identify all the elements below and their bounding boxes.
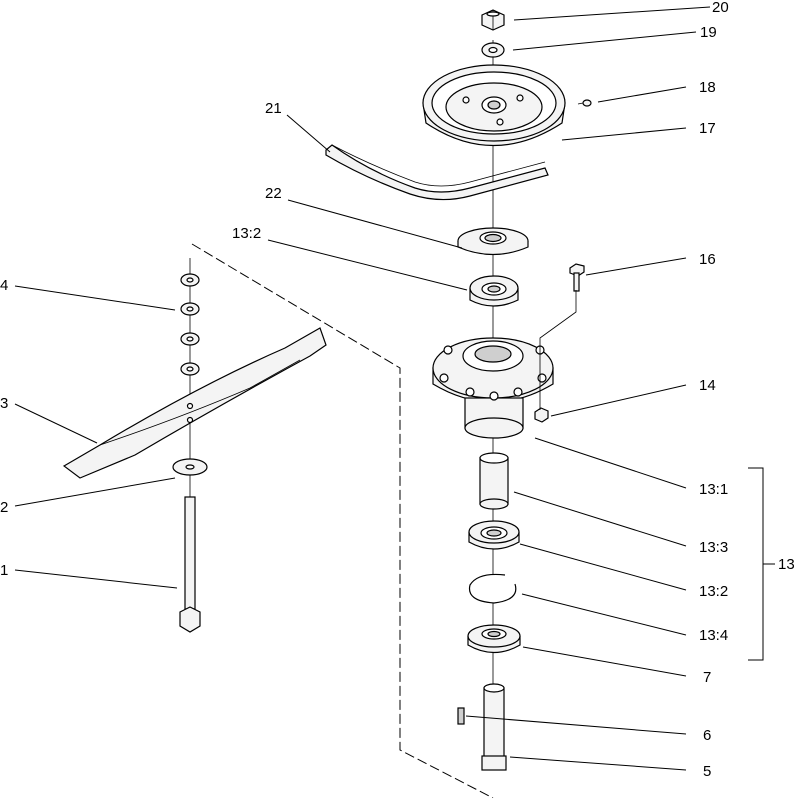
callout-5: 5 — [703, 763, 711, 780]
callout-17: 17 — [699, 120, 716, 137]
part-spacer — [457, 227, 529, 256]
callout-13-4: 13:4 — [699, 627, 728, 644]
callout-20: 20 — [712, 0, 729, 16]
callout-1: 1 — [0, 562, 8, 579]
part-washer-stack — [180, 273, 200, 376]
callout-19: 19 — [700, 24, 717, 41]
part-blade-washer — [172, 458, 208, 476]
part-set-screw — [577, 99, 592, 107]
callout-16: 16 — [699, 251, 716, 268]
part-bearing-bottom — [468, 520, 520, 550]
callout-13-2-bottom: 13:2 — [699, 583, 728, 600]
callout-4: 4 — [0, 277, 8, 294]
callout-22: 22 — [265, 185, 282, 202]
callout-18: 18 — [699, 79, 716, 96]
callout-6: 6 — [703, 727, 711, 744]
part-seal — [467, 624, 521, 654]
part-sleeve — [479, 452, 509, 510]
part-spindle-shaft — [481, 683, 507, 771]
callout-21: 21 — [265, 100, 282, 117]
callout-13-1: 13:1 — [699, 481, 728, 498]
group-bracket — [748, 467, 764, 661]
part-spindle-housing — [432, 337, 554, 439]
part-washer-top — [481, 42, 505, 58]
part-blade-bolt — [179, 496, 201, 633]
part-pulley — [422, 64, 566, 146]
callout-7: 7 — [703, 669, 711, 686]
leader-lines — [14, 6, 711, 771]
part-key — [457, 707, 465, 725]
part-nut — [481, 9, 505, 31]
callout-13: 13 — [778, 556, 795, 573]
part-nut-small — [534, 407, 549, 423]
callout-14: 14 — [699, 377, 716, 394]
part-retaining-ring — [468, 573, 517, 604]
assembly-guide-line — [191, 243, 494, 798]
callout-3: 3 — [0, 395, 8, 412]
part-blade — [62, 327, 327, 479]
part-bearing-top — [469, 275, 519, 307]
part-belt — [325, 144, 549, 201]
callout-13-3: 13:3 — [699, 539, 728, 556]
part-bolt-small — [569, 263, 585, 292]
callout-2: 2 — [0, 499, 8, 516]
callout-13-2-top: 13:2 — [232, 225, 261, 242]
